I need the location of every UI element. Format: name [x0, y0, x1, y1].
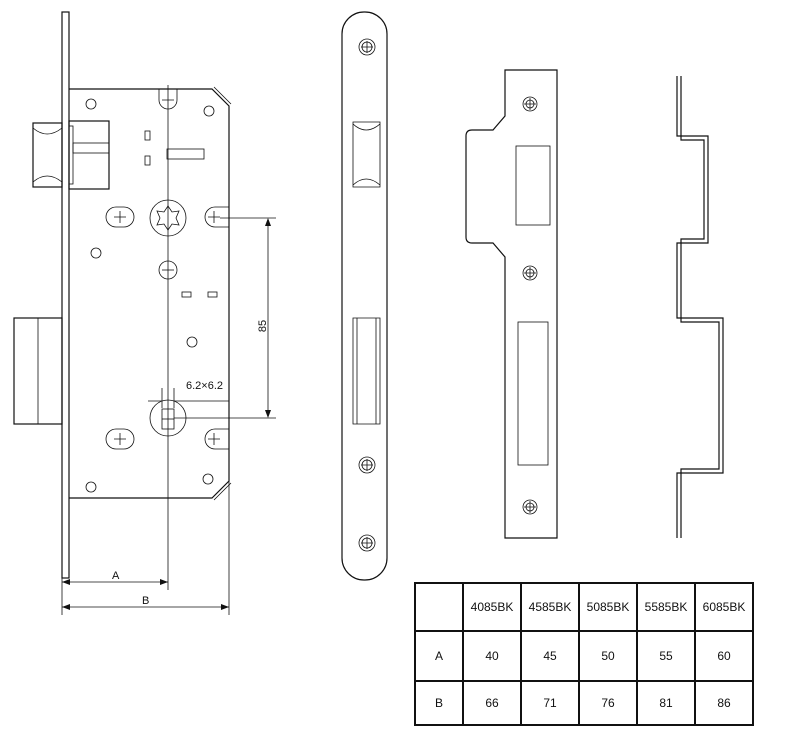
table-row: B 66 71 76 81 86 [414, 680, 754, 726]
screw-icon [522, 96, 538, 112]
dimension-b-label: B [142, 595, 149, 607]
table-cell: 55 [636, 630, 696, 682]
latch-bolt [32, 122, 63, 188]
row-label: B [414, 680, 464, 726]
table-cell: 60 [694, 630, 754, 682]
screw-icon [358, 534, 376, 552]
table-cell: 45 [520, 630, 580, 682]
table-cell: 50 [578, 630, 638, 682]
strike-plate-view [465, 69, 558, 539]
lock-body-view: 85 6.2×6.2 A B [13, 11, 276, 615]
table-header-row: 4085BK 4585BK 5085BK 5585BK 6085BK [414, 582, 754, 632]
screw-icon [358, 456, 376, 474]
dimension-a-label: A [112, 570, 120, 582]
table-header: 6085BK [694, 582, 754, 632]
lock-case [69, 88, 230, 499]
table-header: 4085BK [462, 582, 522, 632]
table-cell: 76 [578, 680, 638, 726]
faceplate-view [341, 11, 388, 581]
table-cell: 81 [636, 680, 696, 726]
table-header: 5585BK [636, 582, 696, 632]
table-cell: 66 [462, 680, 522, 726]
holes-icon [85, 89, 229, 493]
dimension-table: 4085BK 4585BK 5085BK 5585BK 6085BK A 40 … [414, 582, 754, 726]
screw-icon [358, 38, 376, 56]
table-cell: 86 [694, 680, 754, 726]
strike-profile-view [676, 76, 724, 538]
table-row: A 40 45 50 55 60 [414, 630, 754, 682]
faceplate-side [61, 11, 70, 579]
dimension-square-label: 6.2×6.2 [186, 380, 223, 392]
table-header: 5085BK [578, 582, 638, 632]
screw-icon [522, 499, 538, 515]
dimension-85-label: 85 [257, 320, 269, 332]
table-cell: 40 [462, 630, 522, 682]
table-header: 4585BK [520, 582, 580, 632]
screw-icon [522, 265, 538, 281]
row-label: A [414, 630, 464, 682]
table-cell: 71 [520, 680, 580, 726]
